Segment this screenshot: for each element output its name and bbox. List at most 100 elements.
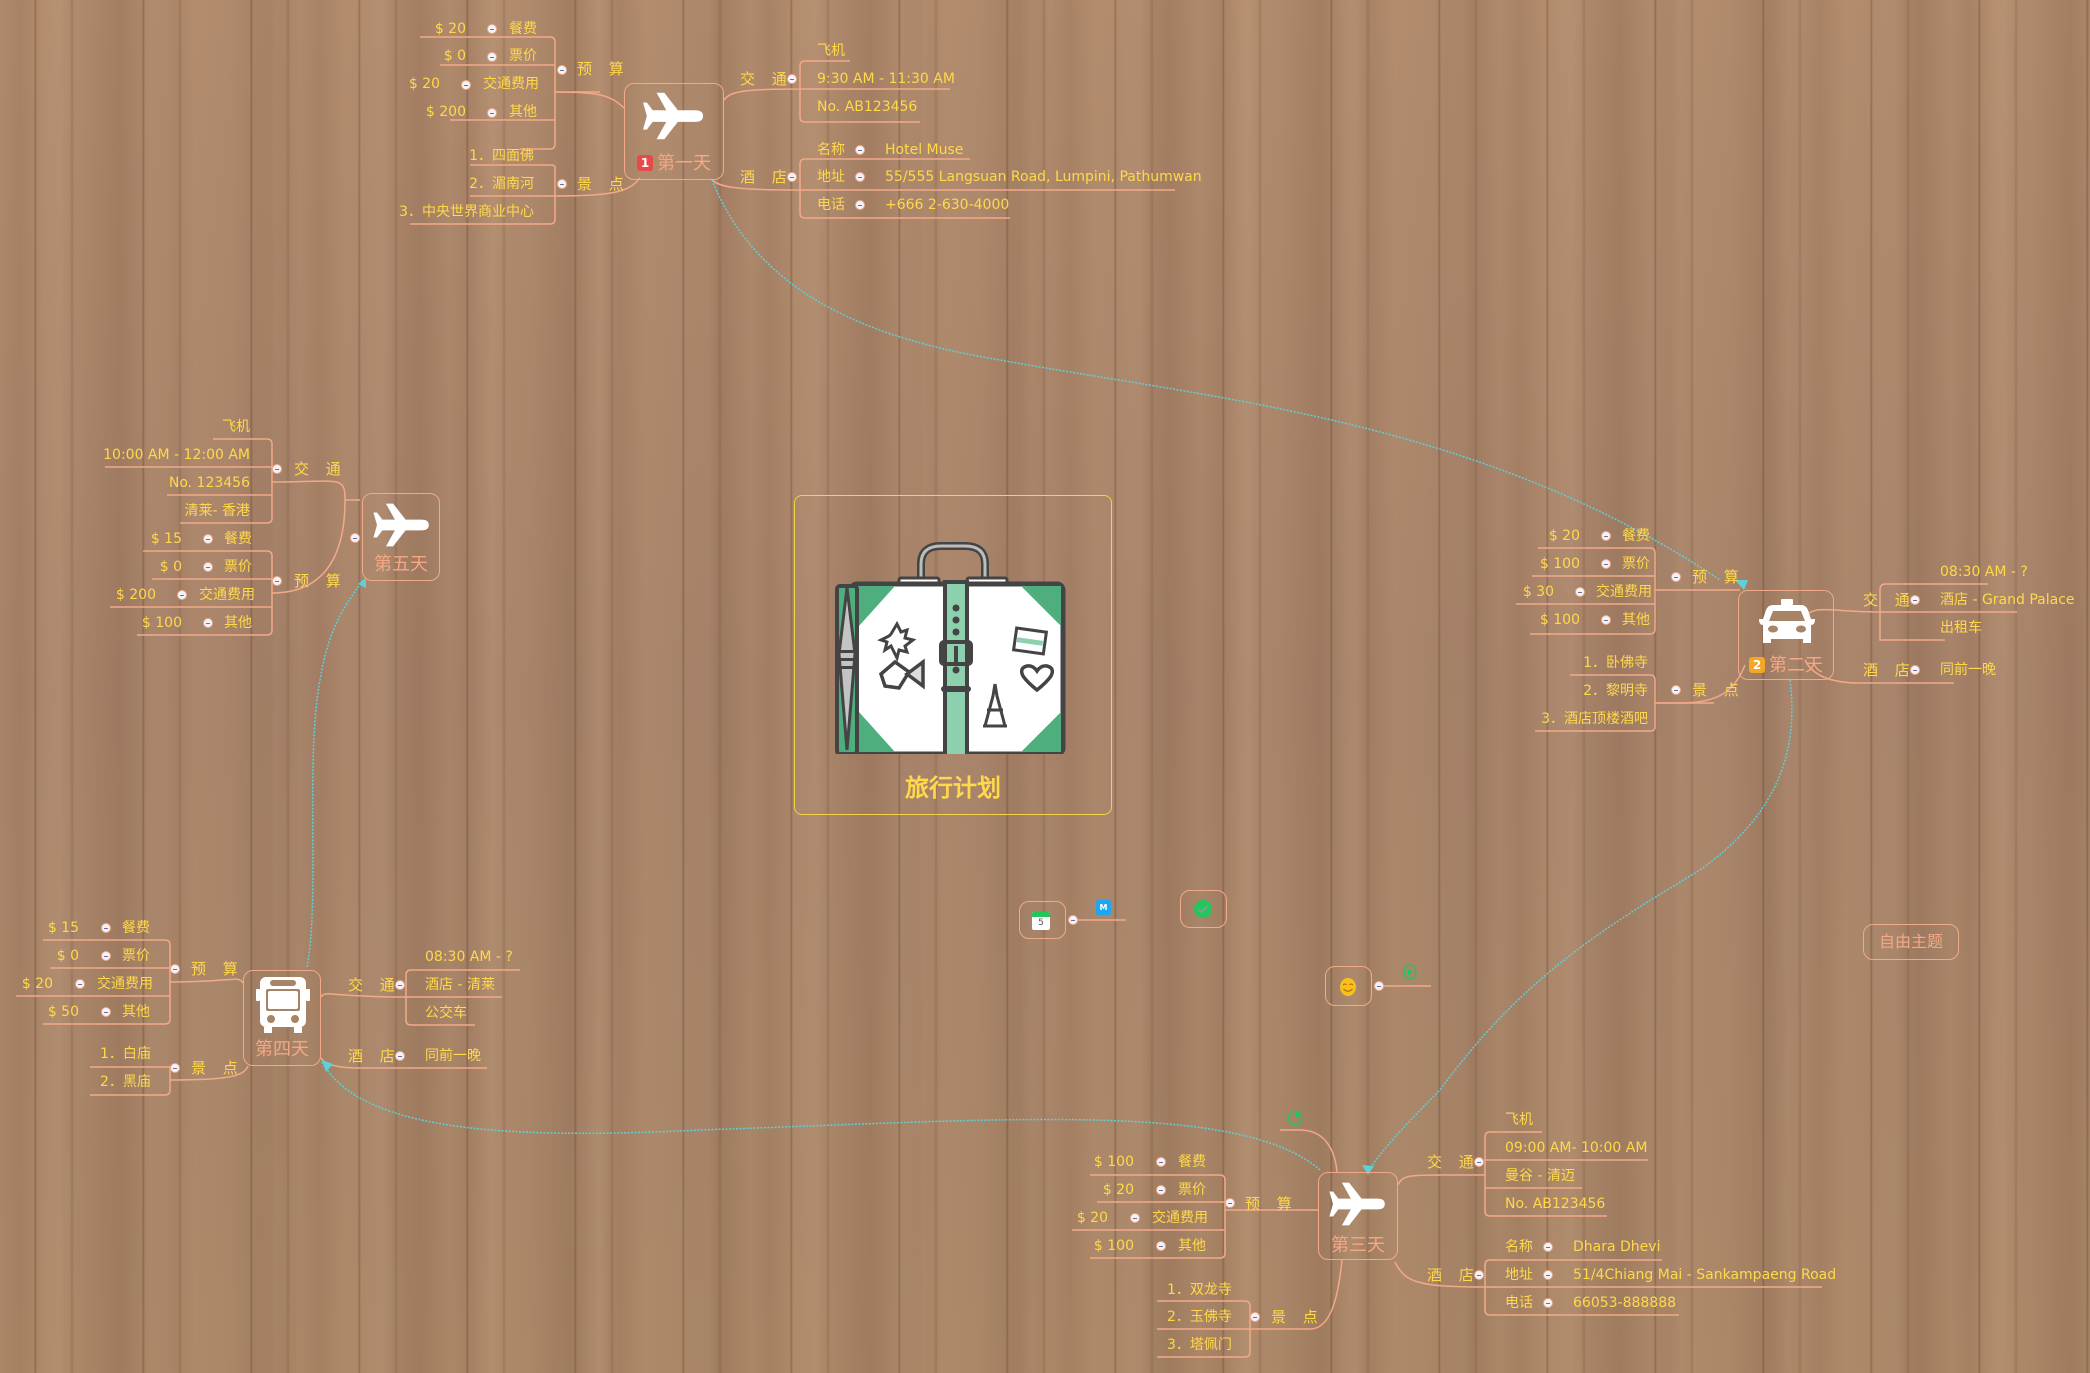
day-4-node[interactable]: 第四天 (243, 970, 321, 1066)
collapse-button[interactable] (557, 179, 567, 189)
budget-item: 交通费用 (483, 76, 539, 92)
collapse-button[interactable] (855, 172, 865, 182)
collapse-button[interactable] (395, 980, 405, 990)
budget-item: 交通费用 (1152, 1210, 1208, 1226)
collapse-button[interactable] (350, 533, 360, 543)
collapse-button[interactable] (101, 1007, 111, 1017)
collapse-button[interactable] (170, 1063, 180, 1073)
budget-item: 餐费 (1178, 1154, 1206, 1170)
collapse-button[interactable] (1374, 981, 1384, 991)
collapse-button[interactable] (101, 923, 111, 933)
budget-value: $ 200 (115, 587, 156, 603)
airplane-icon (1329, 1182, 1385, 1226)
airplane-icon (373, 503, 429, 547)
collapse-button[interactable] (855, 145, 865, 155)
collapse-button[interactable] (203, 562, 213, 572)
free-topic[interactable]: 自由主题 (1863, 924, 1959, 960)
clock-icon (1287, 1110, 1303, 1126)
hotel-value: 66053-888888 (1573, 1295, 1677, 1311)
budget-value: $ 30 (1522, 584, 1554, 600)
hotel-key: 地址 (1505, 1267, 1533, 1283)
collapse-button[interactable] (461, 80, 471, 90)
collapse-button[interactable] (1543, 1270, 1553, 1280)
budget-item: 其他 (509, 104, 537, 120)
collapse-button[interactable] (1910, 665, 1920, 675)
smiley-icon (1340, 978, 1356, 996)
budget-item: 交通费用 (97, 976, 153, 992)
day-4-budget-label: 预 算 (191, 960, 244, 978)
collapse-button[interactable] (272, 464, 282, 474)
budget-value: $ 20 (434, 21, 466, 37)
budget-item: 交通费用 (1596, 584, 1652, 600)
collapse-button[interactable] (1575, 587, 1585, 597)
traffic-item: 飞机 (1505, 1112, 1533, 1128)
collapse-button[interactable] (1601, 559, 1611, 569)
collapse-button[interactable] (487, 52, 497, 62)
day-5-node[interactable]: 第五天 (362, 493, 440, 581)
collapse-button[interactable] (272, 576, 282, 586)
day-3-budget-label: 预 算 (1245, 1195, 1298, 1213)
day-5-budget-label: 预 算 (294, 572, 347, 590)
sight-item: 1．卧佛寺 (1583, 655, 1648, 671)
collapse-button[interactable] (1156, 1241, 1166, 1251)
hotel-key: 名称 (1505, 1239, 1533, 1255)
collapse-button[interactable] (1068, 915, 1078, 925)
collapse-button[interactable] (1156, 1157, 1166, 1167)
collapse-button[interactable] (1601, 615, 1611, 625)
day-4-traffic-label: 交 通 (348, 976, 401, 994)
collapse-button[interactable] (1671, 685, 1681, 695)
calendar-topic[interactable]: 5 (1019, 901, 1066, 939)
collapse-button[interactable] (75, 979, 85, 989)
collapse-button[interactable] (557, 65, 567, 75)
collapse-button[interactable] (1474, 1157, 1484, 1167)
day-3-node[interactable]: 第三天 (1318, 1172, 1398, 1260)
check-topic[interactable] (1180, 890, 1227, 928)
collapse-button[interactable] (1474, 1270, 1484, 1280)
collapse-button[interactable] (1601, 531, 1611, 541)
hotel-key: 电话 (817, 197, 845, 213)
central-topic[interactable]: 旅行计划 (794, 495, 1112, 815)
day-3-sights-label: 景 点 (1271, 1308, 1324, 1326)
collapse-button[interactable] (1671, 572, 1681, 582)
collapse-button[interactable] (487, 24, 497, 34)
collapse-button[interactable] (1543, 1242, 1553, 1252)
priority-badge-1: 1 (637, 155, 653, 171)
collapse-button[interactable] (395, 1051, 405, 1061)
collapse-button[interactable] (1130, 1213, 1140, 1223)
airplane-icon (643, 92, 704, 140)
traffic-item: No. 123456 (168, 475, 250, 491)
hotel-value: 同前一晚 (1940, 662, 1996, 678)
smiley-topic[interactable] (1325, 966, 1372, 1006)
collapse-button[interactable] (203, 534, 213, 544)
collapse-button[interactable] (855, 200, 865, 210)
collapse-button[interactable] (177, 590, 187, 600)
suitcase-icon (835, 542, 1066, 754)
collapse-button[interactable] (787, 172, 797, 182)
budget-item: 票价 (224, 559, 252, 575)
collapse-button[interactable] (1156, 1185, 1166, 1195)
collapse-button[interactable] (487, 108, 497, 118)
day-1-sights-label: 景 点 (577, 175, 630, 193)
collapse-button[interactable] (787, 74, 797, 84)
day-2-title: 第二天 (1769, 655, 1823, 676)
collapse-button[interactable] (170, 964, 180, 974)
traffic-item: No. AB123456 (817, 99, 918, 115)
budget-item: 餐费 (509, 21, 537, 37)
priority-badge-2: 2 (1749, 657, 1765, 673)
day-1-title: 第一天 (657, 153, 711, 174)
traffic-item: 飞机 (817, 43, 845, 59)
sight-item: 3．塔佩门 (1167, 1337, 1232, 1353)
hotel-value: 51/4Chiang Mai - Sankampaeng Road (1573, 1267, 1837, 1283)
collapse-button[interactable] (1910, 595, 1920, 605)
budget-value: $ 100 (1539, 556, 1580, 572)
sight-item: 1．白庙 (100, 1046, 151, 1062)
collapse-button[interactable] (1225, 1198, 1235, 1208)
collapse-button[interactable] (203, 618, 213, 628)
collapse-button[interactable] (101, 951, 111, 961)
hotel-key: 电话 (1505, 1295, 1533, 1311)
collapse-button[interactable] (1250, 1312, 1260, 1322)
traffic-item: 10:00 AM - 12:00 AM (103, 447, 250, 463)
collapse-button[interactable] (1543, 1298, 1553, 1308)
